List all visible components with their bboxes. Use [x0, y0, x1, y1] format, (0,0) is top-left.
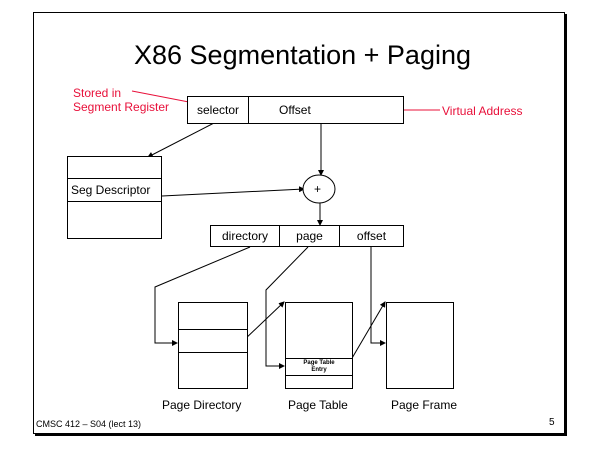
directory-cell: directory — [210, 225, 280, 247]
footer-course: CMSC 412 – S04 (lect 13) — [36, 419, 142, 429]
adder-circle — [302, 174, 336, 204]
slide-title: X86 Segmentation + Paging — [134, 40, 471, 70]
arrow-pte — [347, 301, 386, 366]
offset-cell-linear: offset — [339, 225, 404, 247]
pd-entry — [178, 329, 248, 353]
pt-top — [285, 302, 353, 359]
page-number: 5 — [549, 417, 555, 428]
seg-descriptor: Seg Descriptor — [67, 178, 162, 202]
arrow-offset2 — [370, 247, 386, 346]
page-table-label: Page Table — [288, 398, 348, 412]
adder-label: + — [314, 182, 322, 196]
arrow-stored — [131, 90, 195, 105]
pd-top — [178, 302, 248, 330]
arrow-page — [265, 246, 309, 369]
pt-bottom — [285, 375, 353, 389]
seg-table-bottom — [67, 201, 162, 239]
arrow-desc — [161, 186, 305, 197]
stored-in-label: Stored in — [73, 86, 122, 100]
offset-cell: Offset — [248, 96, 404, 124]
arrow-directory — [154, 246, 251, 346]
virtual-address-label: Virtual Address — [442, 104, 523, 118]
page-frame-box — [386, 302, 454, 389]
slide-frame — [33, 12, 565, 434]
selector-cell: selector — [187, 96, 249, 124]
page-directory-label: Page Directory — [162, 398, 242, 412]
page-frame-label: Page Frame — [391, 398, 458, 412]
pte-label-2: Entry — [311, 367, 327, 373]
arrow-selector — [147, 122, 215, 158]
segment-register-label: Segment Register — [73, 100, 170, 114]
page-cell: page — [279, 225, 340, 247]
pt-entry: Page Table Entry — [285, 358, 353, 376]
pte-label-1: Page Table — [303, 360, 335, 366]
seg-table-top — [67, 156, 162, 179]
arrow-pde — [242, 301, 285, 342]
pd-bottom — [178, 352, 248, 389]
